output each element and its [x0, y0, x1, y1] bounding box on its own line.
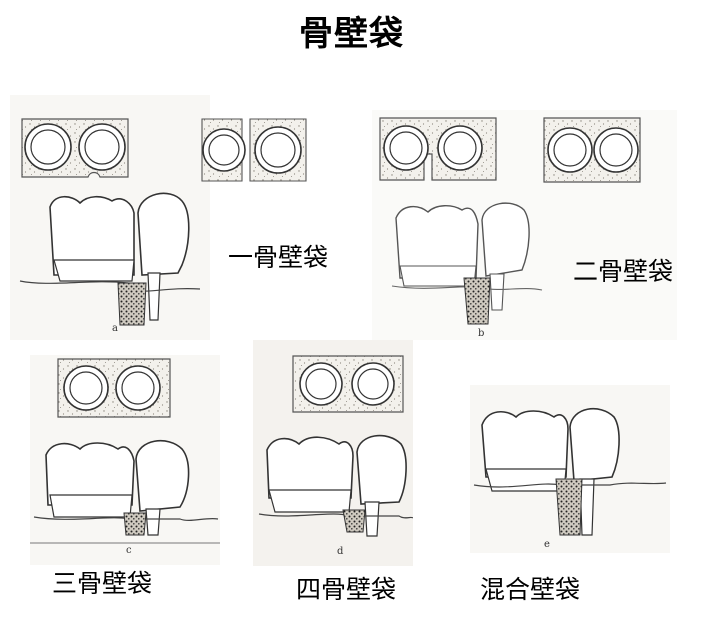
bone-defect-combined [556, 479, 582, 535]
panel-cross-section-middle [198, 115, 310, 185]
figure-letter-d: d [337, 546, 344, 557]
cross-section-two-wall-right [544, 118, 640, 182]
figure-letter-c: c [126, 545, 132, 556]
panel-one-wall: a [10, 95, 210, 340]
cross-section-three-wall [58, 359, 170, 417]
label-one-wall: 一骨壁袋 [228, 238, 328, 274]
cross-section-one-wall [22, 119, 128, 177]
bone-defect-four-wall [343, 510, 365, 532]
bone-defect-one-wall [118, 283, 146, 325]
panel-four-wall: d [253, 340, 413, 566]
diagram-two-wall: b [372, 110, 677, 340]
diagram-one-wall: a [10, 95, 210, 340]
diagram-four-wall: d [253, 340, 413, 566]
cross-section-middle [198, 115, 310, 185]
panel-combined: e [470, 385, 670, 553]
bone-defect-two-wall [464, 278, 490, 324]
page-title: 骨壁袋 [0, 6, 703, 55]
figure-letter-a: a [112, 323, 118, 334]
figure-letter-b: b [478, 328, 484, 339]
bone-defect-three-wall [124, 513, 146, 535]
diagram-three-wall: c [30, 355, 220, 565]
label-four-wall: 四骨壁袋 [296, 570, 396, 606]
cross-section-four-wall [293, 356, 403, 412]
label-three-wall: 三骨壁袋 [52, 564, 152, 600]
diagram-combined: e [470, 385, 670, 553]
panel-three-wall: c [30, 355, 220, 565]
cross-section-two-wall-left [380, 118, 496, 180]
figure-letter-e: e [544, 539, 550, 550]
panel-two-wall: b [372, 110, 677, 340]
label-two-wall: 二骨壁袋 [573, 252, 673, 288]
label-combined: 混合壁袋 [480, 570, 580, 606]
